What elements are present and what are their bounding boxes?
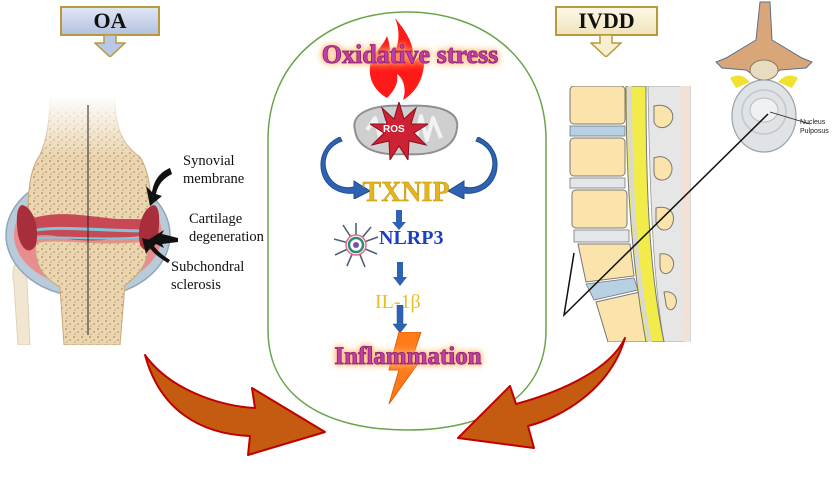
ivdd-down-arrow-icon — [590, 35, 622, 57]
nucleus-line-1: Nucleus — [800, 119, 826, 126]
cartilage-line-1: Cartilage — [189, 211, 243, 227]
synovial-pointer-icon — [146, 168, 172, 206]
subchondral-line-1: Subchondral — [171, 259, 245, 275]
subchondral-pointer-icon — [142, 238, 170, 263]
oxidative-stress-title: Oxidative stress — [321, 40, 499, 70]
txnip-label: TXNIP — [362, 177, 450, 208]
arrow-down-icon — [392, 210, 406, 230]
inflammation-title: Inflammation — [334, 343, 482, 371]
oa-to-center-arrow-icon — [144, 354, 326, 456]
curved-arrow-right-icon — [446, 137, 498, 199]
synovial-line-1: Synovial — [183, 153, 235, 169]
knee-joint-illustration — [0, 95, 180, 345]
il1b-label: IL-1β — [375, 291, 421, 313]
synovial-line-2: membrane — [183, 171, 245, 187]
nucleus-line-2: Pulposus — [800, 128, 829, 135]
ros-burst-icon — [370, 102, 428, 160]
oa-header-label: OA — [93, 8, 127, 33]
nucleus-pulposus-label: Nucleus Pulposus — [800, 118, 829, 136]
ivdd-header-label: IVDD — [578, 8, 635, 33]
nlrp3-label: NLRP3 — [379, 227, 444, 249]
ros-label: ROS — [383, 124, 405, 135]
inflammasome-icon — [333, 223, 379, 268]
oa-down-arrow-icon — [94, 35, 126, 57]
cartilage-degeneration-label: Cartilage degeneration — [189, 210, 264, 246]
curved-arrow-left-icon — [320, 137, 372, 199]
pointer-arrows — [142, 168, 178, 263]
arrow-down-icon — [393, 262, 407, 286]
flame-icon — [369, 18, 425, 100]
lightning-bolt-icon — [388, 332, 422, 404]
subchondral-line-2: sclerosis — [171, 277, 221, 293]
arrow-down-icon — [393, 305, 407, 333]
ivdd-to-center-arrow-icon — [457, 337, 626, 449]
synovial-membrane-label: Synovial membrane — [183, 152, 244, 188]
cartilage-line-2: degeneration — [189, 229, 264, 245]
subchondral-sclerosis-label: Subchondral sclerosis — [171, 258, 244, 294]
lumbar-spine-illustration — [569, 86, 691, 342]
